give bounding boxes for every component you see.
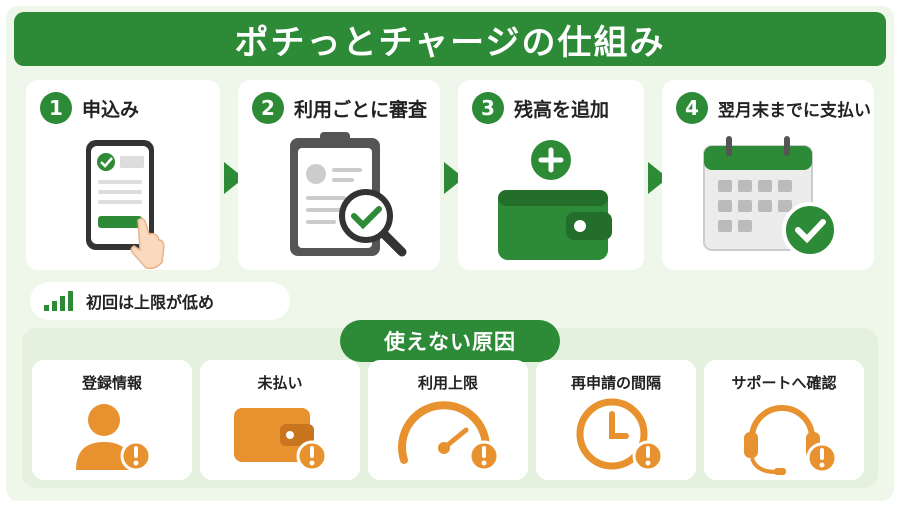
step-label-2: 利用ごとに審査	[294, 98, 428, 121]
cause-label-5: サポートへ確認	[731, 374, 837, 392]
step-card-3: 3 残高を追加	[458, 80, 644, 270]
step-number-1: 1	[40, 92, 72, 124]
step-label-4: 翌月末までに支払い	[718, 100, 871, 121]
cause-card-2: 未払い	[200, 360, 360, 480]
headset-icon	[744, 405, 838, 475]
cause-label-3: 利用上限	[417, 374, 478, 392]
step-number-4: 4	[676, 92, 708, 124]
cause-card-4: 再申請の間隔	[536, 360, 696, 480]
step-card-4: 4 翌月末までに支払い	[662, 80, 874, 270]
wallet-icon	[234, 408, 328, 472]
wallet-plus-icon	[498, 140, 612, 260]
step-card-1: 1 申込み	[26, 80, 220, 270]
step-number-2: 2	[252, 92, 284, 124]
clock-icon	[576, 398, 664, 472]
clipboard-magnifier-icon	[290, 132, 407, 257]
cause-card-5: サポートへ確認	[704, 360, 864, 480]
causes-title: 使えない原因	[384, 330, 516, 354]
cause-label-1: 登録情報	[81, 374, 142, 392]
cause-card-1: 登録情報	[32, 360, 192, 480]
gauge-icon	[398, 401, 500, 472]
step-label-3: 残高を追加	[514, 98, 610, 121]
step-card-2: 2 利用ごとに審査	[238, 80, 440, 270]
note-text: 初回は上限が低め	[86, 293, 215, 312]
page-title: ポチっとチャージの仕組み	[234, 22, 666, 63]
title-banner: ポチっとチャージの仕組み	[14, 12, 886, 66]
cause-label-4: 再申請の間隔	[570, 374, 661, 392]
step-number-3: 3	[472, 92, 504, 124]
person-icon	[76, 404, 152, 472]
note-pill: 初回は上限が低め	[30, 282, 290, 320]
cause-label-2: 未払い	[257, 374, 303, 392]
causes-title-badge: 使えない原因	[340, 320, 560, 362]
signal-bars-icon	[44, 291, 73, 311]
step-label-1: 申込み	[82, 98, 140, 121]
smartphone-icon	[86, 140, 165, 270]
calendar-check-icon	[703, 136, 838, 258]
cause-card-3: 利用上限	[368, 360, 528, 480]
